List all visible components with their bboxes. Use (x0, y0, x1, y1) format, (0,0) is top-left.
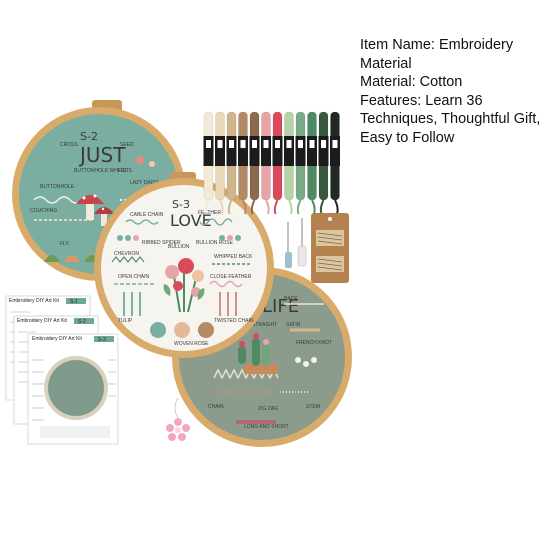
thread-skein (238, 111, 248, 215)
hoop-center-stitch-samples (111, 218, 252, 316)
hoop-right-stitch-6: ZIG ZAG (258, 406, 278, 412)
instruction-sheet-3: Embroidery DIY Art Kit S-3 (27, 333, 119, 445)
hoop-center-stitch-4: BULLION (168, 244, 190, 250)
hoop-center-stitch-5: BULLION ROSE (196, 240, 234, 246)
flower-needle-minder (166, 397, 190, 441)
thread-skein (330, 111, 340, 215)
hoop-left-stitch-3: BUTTONHOLE WHEEL (74, 168, 127, 174)
thread-skeins (203, 111, 340, 215)
hoop-right-stitch-5: CHAIN (208, 404, 224, 410)
mushroom-motif (76, 194, 114, 226)
thread-skein (284, 111, 294, 215)
hoop-center-stitch-12: WOVEN ROSE (174, 341, 209, 347)
hoop-left-number: S-2 (80, 130, 98, 143)
hoop-center-stitch-2: FEATHER (198, 210, 221, 216)
hoop-center-stitch-3: RIBBED SPIDER (142, 240, 181, 246)
flower-bouquet-motif (163, 258, 205, 313)
hoop-right-stitch-7: STEM (306, 404, 320, 410)
thread-skein (272, 111, 283, 215)
thread-skein (318, 111, 329, 215)
hoop-right-stitch-2: STRAIGHT (252, 322, 277, 328)
needle-card (311, 213, 349, 283)
features-text: Features: Learn 36 Techniques, Thoughtfu… (360, 92, 541, 146)
hoop-center-stitch-6: CHEVRON (114, 251, 139, 257)
hoop-left-stitch-2: SEED (120, 142, 134, 148)
thread-skein (295, 111, 306, 215)
hoop-center: S-3 LOVE CABLE CHAIN FEATHER RIBBED SPID… (94, 172, 274, 358)
thread-skein (249, 111, 260, 215)
hoop-right-stitch-4: FRENCH KNOT (296, 340, 332, 346)
hoop-right-word: LIFE (262, 296, 299, 317)
item-name-text: Item Name: Embroidery Material (360, 37, 514, 72)
hoop-left-stitch-7: COUCHING (30, 208, 57, 214)
needle-threaders (285, 218, 307, 268)
hoop-center-stitch-1: CABLE CHAIN (130, 212, 164, 218)
hoop-center-stitch-9: CLOSE FEATHER (210, 274, 252, 280)
hoop-left-stitch-6: BUTTONHOLE (40, 184, 75, 190)
thread-skein (261, 111, 271, 215)
sheet-2-title: Embroidery DIY Art Kit (17, 318, 68, 324)
hoop-right-stitch-3: SATIN (286, 322, 301, 328)
product-info: Item Name: Embroidery Material Material:… (360, 36, 548, 147)
thread-skein (226, 111, 237, 215)
hoop-center-stitch-11: TWISTED CHAIN (214, 318, 254, 324)
cactus-motif (238, 333, 278, 374)
hoop-left-stitch-1: CROSS (60, 142, 78, 148)
hoop-center-stitch-8: OPEN CHAIN (118, 274, 150, 280)
thread-skein (203, 111, 214, 215)
instruction-sheets: Embroidery DIY Art Kit S-1 Embroidery DI… (5, 295, 119, 445)
hoop-left-stitch-5: LAZY DAISY (130, 180, 159, 186)
hoop-left-stitch-4: FISTIL (118, 168, 133, 174)
sheet-3-title: Embroidery DIY Art Kit (32, 336, 83, 342)
material-text: Material: Cotton (360, 74, 463, 90)
hoop-left-word: JUST (78, 143, 126, 167)
sheet-3-tag: S-3 (98, 337, 106, 343)
sheet-1-tag: S-1 (70, 299, 78, 305)
thread-skein (307, 111, 317, 215)
sheet-2-tag: S-2 (78, 319, 86, 325)
thread-skein (215, 111, 225, 215)
hoop-right-stitch-1: BACK (284, 296, 298, 302)
hoop-center-number: S-3 (172, 198, 190, 211)
hoop-left-stitch-8: FLY (60, 241, 69, 247)
woven-rose-samples (150, 322, 214, 338)
hoop-center-word: LOVE (170, 211, 212, 230)
sheet-1-title: Embroidery DIY Art Kit (9, 298, 60, 304)
hoop-center-stitch-10: TULIP (118, 318, 133, 324)
hoop-right-stitch-8: LONG AND SHORT (244, 424, 289, 430)
hoop-center-stitch-7: WHIPPED BACK (214, 254, 253, 260)
